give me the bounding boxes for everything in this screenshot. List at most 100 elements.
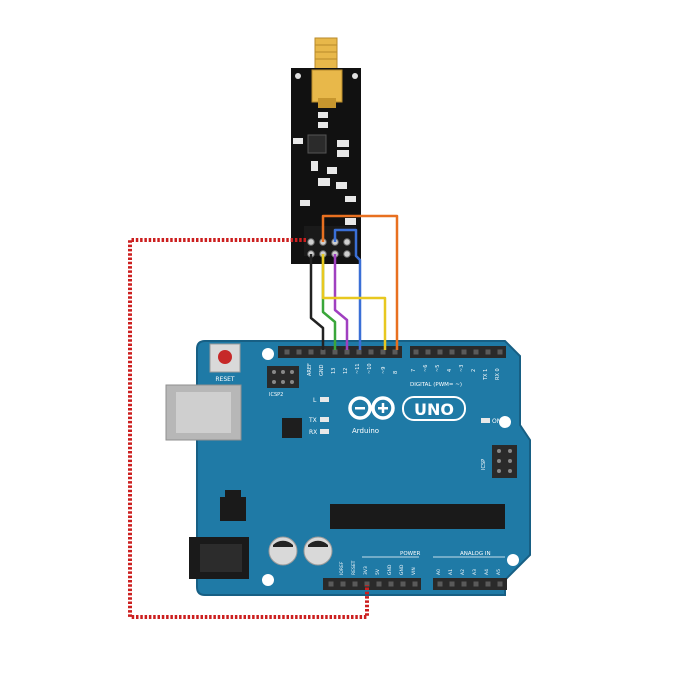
header-pin bbox=[284, 349, 290, 355]
led-tx-label: TX bbox=[308, 417, 317, 424]
brand-label: Arduino bbox=[352, 427, 379, 435]
pin-label-a1: A1 bbox=[448, 569, 454, 575]
pin-label-11: ~11 bbox=[355, 363, 361, 374]
nrf24l01-module bbox=[291, 37, 361, 264]
pin-label-7: 7 bbox=[411, 369, 417, 372]
led-l bbox=[320, 397, 329, 402]
power-header bbox=[323, 578, 421, 590]
pin-label-6: ~6 bbox=[423, 365, 429, 372]
header-pin bbox=[328, 581, 334, 587]
pin-label-ioref: IOREF bbox=[339, 561, 345, 575]
header-pin bbox=[485, 349, 491, 355]
led-rx-label: RX bbox=[309, 429, 317, 436]
header-pin bbox=[352, 581, 358, 587]
arduino-logo bbox=[348, 396, 395, 420]
pin-label-8: 8 bbox=[393, 371, 399, 374]
module-component bbox=[345, 196, 356, 202]
module-component bbox=[345, 218, 356, 225]
module-component bbox=[318, 178, 330, 186]
header-pin bbox=[308, 349, 314, 355]
microcontroller-chip bbox=[330, 504, 505, 529]
header-pin bbox=[356, 349, 362, 355]
module-pin bbox=[343, 250, 351, 258]
pin-label-a2: A2 bbox=[460, 569, 466, 575]
uno-badge bbox=[402, 396, 466, 421]
led-tx bbox=[320, 417, 329, 422]
dc-power-jack-face bbox=[200, 544, 242, 572]
pin-label-a0: A0 bbox=[436, 569, 442, 575]
antenna-base bbox=[311, 69, 343, 103]
header-pin bbox=[425, 349, 431, 355]
pin-label-12: 12 bbox=[343, 368, 349, 374]
led-rx bbox=[320, 429, 329, 434]
module-component bbox=[300, 200, 310, 206]
module-component bbox=[336, 182, 347, 189]
mounting-hole bbox=[507, 554, 519, 566]
pin-label-tx: TX 1 bbox=[483, 369, 489, 381]
module-component bbox=[337, 140, 349, 147]
icsp2-label: ICSP2 bbox=[269, 392, 283, 398]
pin-label-a3: A3 bbox=[472, 569, 478, 575]
reset-button[interactable] bbox=[218, 350, 232, 364]
module-component bbox=[327, 167, 337, 174]
power-label: POWER bbox=[400, 551, 421, 557]
pin-label-5v: 5V bbox=[375, 568, 381, 575]
board-outline bbox=[196, 340, 531, 596]
icsp-header bbox=[492, 445, 517, 478]
header-pin bbox=[340, 581, 346, 587]
header-pin bbox=[392, 349, 398, 355]
module-component bbox=[318, 122, 328, 128]
header-pin bbox=[380, 349, 386, 355]
header-pin bbox=[437, 349, 443, 355]
header-pin bbox=[296, 349, 302, 355]
module-component bbox=[337, 150, 349, 157]
mounting-hole bbox=[262, 574, 274, 586]
module-component bbox=[293, 138, 303, 144]
header-pin bbox=[412, 581, 418, 587]
module-component bbox=[311, 161, 318, 171]
pin-label-4: 4 bbox=[447, 369, 453, 372]
pin-label-5: ~5 bbox=[435, 365, 441, 372]
wire-csn bbox=[333, 254, 349, 350]
pin-label-rx: RX 0 bbox=[495, 368, 501, 380]
pin-label-gnd2: GND bbox=[399, 564, 405, 575]
header-pin bbox=[449, 349, 455, 355]
arduino-uno-board: RESET ICSP2 L TX RX Arduino UNO ON bbox=[165, 340, 531, 596]
wire-vcc bbox=[128, 238, 369, 619]
module-chip bbox=[307, 134, 327, 154]
capacitor bbox=[268, 536, 298, 566]
header-pin bbox=[473, 581, 479, 587]
pin-label-gnd1: GND bbox=[387, 564, 393, 575]
reset-label: RESET bbox=[215, 376, 235, 383]
usb-chip bbox=[282, 418, 302, 438]
power-led bbox=[481, 418, 490, 423]
header-pin bbox=[497, 349, 503, 355]
pin-label-vin: VIN bbox=[411, 567, 417, 575]
pin-label-2: 2 bbox=[471, 369, 477, 372]
usb-port-inner bbox=[176, 392, 231, 433]
header-pin bbox=[449, 581, 455, 587]
icsp2-header bbox=[267, 366, 299, 388]
header-pin bbox=[497, 581, 503, 587]
pin-label-13: 13 bbox=[331, 368, 337, 374]
header-pin bbox=[364, 581, 370, 587]
digital-label: DIGITAL (PWM= ~) bbox=[410, 382, 462, 388]
mounting-hole bbox=[499, 416, 511, 428]
wire-gnd bbox=[309, 254, 325, 350]
analog-label: ANALOG IN bbox=[460, 551, 491, 557]
header-pin bbox=[388, 581, 394, 587]
mounting-hole bbox=[262, 348, 274, 360]
wire-mosi bbox=[321, 254, 387, 350]
voltage-regulator bbox=[220, 497, 246, 521]
analog-header bbox=[433, 578, 507, 590]
pin-label-reset: RESET bbox=[351, 560, 357, 575]
header-pin bbox=[413, 349, 419, 355]
pin-label-gnd: GND bbox=[319, 364, 325, 376]
header-pin bbox=[461, 349, 467, 355]
icsp-label: ICSP bbox=[481, 459, 487, 470]
pin-label-3v3: 3V3 bbox=[363, 566, 369, 575]
pin-label-aref: AREF bbox=[307, 363, 313, 376]
capacitor bbox=[303, 536, 333, 566]
header-pin bbox=[400, 581, 406, 587]
